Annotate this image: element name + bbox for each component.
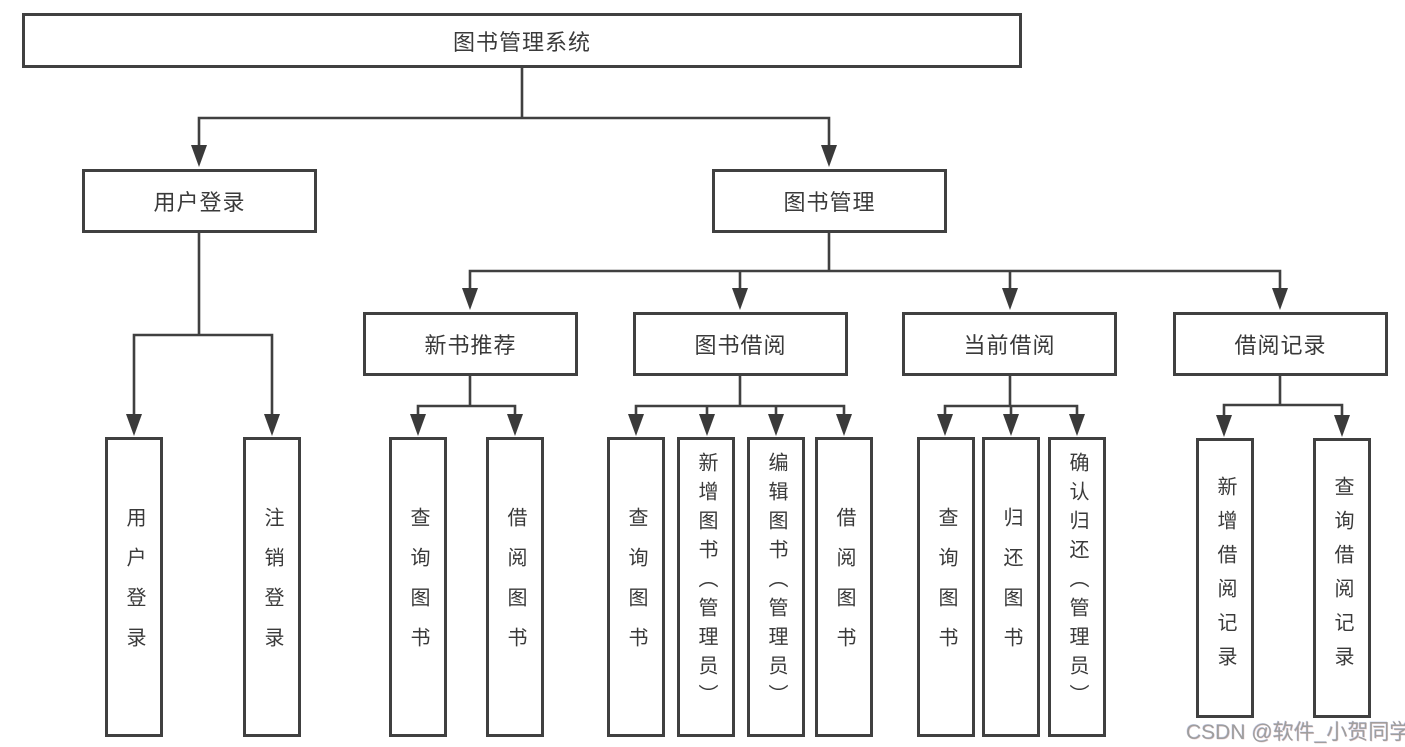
- leaf-query-books-current: 查询图书: [917, 437, 975, 737]
- leaf-query-books-borrowing: 查询图书: [607, 437, 665, 737]
- watermark: CSDN @软件_小贺同学: [1186, 721, 1405, 744]
- leaf-query-books-current-label: 查询图书: [935, 507, 957, 667]
- node-library-management-system: 图书管理系统: [22, 13, 1022, 68]
- leaf-borrow-books-recommend: 借阅图书: [486, 437, 544, 737]
- node-book-borrowing: 图书借阅: [633, 312, 848, 376]
- leaf-confirm-return-admin-label: 确认归还（管理员）: [1066, 452, 1088, 713]
- leaf-add-books-admin: 新增图书（管理员）: [677, 437, 735, 737]
- leaf-logout: 注销登录: [243, 437, 301, 737]
- leaf-logout-label: 注销登录: [261, 507, 283, 667]
- leaf-add-books-admin-label: 新增图书（管理员）: [695, 452, 717, 713]
- leaf-borrow-books-borrowing-label: 借阅图书: [833, 507, 855, 667]
- leaf-borrow-books-recommend-label: 借阅图书: [504, 507, 526, 667]
- leaf-edit-books-admin-label: 编辑图书（管理员）: [765, 452, 787, 713]
- leaf-add-borrow-record: 新增借阅记录: [1196, 438, 1254, 718]
- leaf-return-books-label: 归还图书: [1000, 507, 1022, 667]
- node-book-management: 图书管理: [712, 169, 947, 233]
- leaf-user-login-label: 用户登录: [123, 507, 145, 667]
- node-new-book-recommend: 新书推荐: [363, 312, 578, 376]
- leaf-add-borrow-record-label: 新增借阅记录: [1214, 476, 1236, 680]
- leaf-query-books-recommend: 查询图书: [389, 437, 447, 737]
- leaf-query-books-borrowing-label: 查询图书: [625, 507, 647, 667]
- node-borrowing-records: 借阅记录: [1173, 312, 1388, 376]
- leaf-user-login: 用户登录: [105, 437, 163, 737]
- leaf-confirm-return-admin: 确认归还（管理员）: [1048, 437, 1106, 737]
- leaf-return-books: 归还图书: [982, 437, 1040, 737]
- node-current-borrowing: 当前借阅: [902, 312, 1117, 376]
- leaf-query-borrow-record: 查询借阅记录: [1313, 438, 1371, 718]
- leaf-query-borrow-record-label: 查询借阅记录: [1331, 476, 1353, 680]
- node-user-login: 用户登录: [82, 169, 317, 233]
- leaf-edit-books-admin: 编辑图书（管理员）: [747, 437, 805, 737]
- leaf-query-books-recommend-label: 查询图书: [407, 507, 429, 667]
- leaf-borrow-books-borrowing: 借阅图书: [815, 437, 873, 737]
